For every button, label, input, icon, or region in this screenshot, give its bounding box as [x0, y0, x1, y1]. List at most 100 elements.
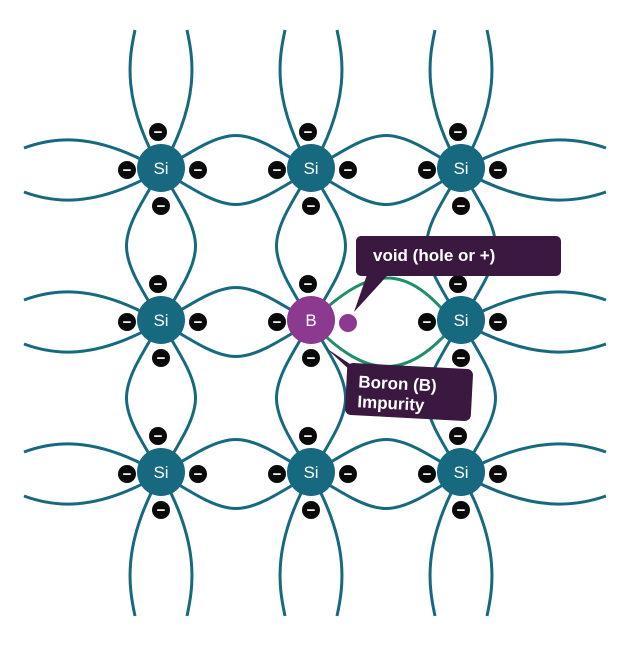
- bond-arc: [460, 472, 607, 506]
- electron-sign: −: [423, 466, 432, 483]
- bond-arc: [309, 29, 344, 171]
- electron-dot: [152, 501, 170, 519]
- electron: −: [452, 501, 470, 519]
- hole-dot: [339, 314, 357, 332]
- electron-dot: [149, 275, 167, 293]
- silicon-atom: Si: [437, 296, 485, 344]
- electron-dot: [268, 161, 286, 179]
- electron-sign: −: [157, 350, 166, 367]
- electron-dot: [418, 465, 436, 483]
- bond-arc: [459, 321, 497, 475]
- electron-dot: [339, 465, 357, 483]
- electron-dot: [302, 349, 320, 367]
- bond-arc: [23, 138, 162, 172]
- silicon-atom: Si: [137, 144, 185, 192]
- electron-dot: [302, 197, 320, 215]
- electron-dot: [449, 427, 467, 445]
- electron-sign: −: [494, 466, 503, 483]
- bond-arc: [160, 134, 312, 172]
- electron-dot: [452, 197, 470, 215]
- electron-sign: −: [423, 162, 432, 179]
- hole-callout-box: [356, 236, 561, 276]
- bond-arc: [128, 473, 163, 617]
- electron-sign: −: [273, 162, 282, 179]
- electron: −: [268, 161, 286, 179]
- silicon-atom: Si: [137, 448, 185, 496]
- electron: −: [418, 465, 436, 483]
- electron-dot: [118, 465, 136, 483]
- electron-dot: [299, 427, 317, 445]
- atom-core: [437, 448, 485, 496]
- electron-dot: [302, 501, 320, 519]
- bond-arc: [459, 29, 494, 171]
- bond-arc: [460, 138, 607, 172]
- electron-sign: −: [157, 198, 166, 215]
- bond-arc: [23, 290, 162, 324]
- bond-arc: [459, 473, 494, 617]
- atom-core: [287, 144, 335, 192]
- electron: −: [302, 349, 320, 367]
- electron: −: [452, 197, 470, 215]
- bond-arc: [460, 320, 607, 354]
- boron-callout-line-1: Boron (B): [358, 372, 437, 395]
- electron-dot: [149, 123, 167, 141]
- hole-callout: void (hole or +): [354, 236, 561, 312]
- electron-sign: −: [194, 466, 203, 483]
- electron-sign: −: [304, 276, 313, 293]
- electron-sign: −: [344, 162, 353, 179]
- electron: −: [152, 501, 170, 519]
- atom-label: Si: [153, 311, 168, 330]
- electron-sign: −: [454, 428, 463, 445]
- electron: −: [449, 427, 467, 445]
- silicon-atom: Si: [287, 144, 335, 192]
- electron-sign: −: [273, 314, 282, 331]
- electron-dot: [189, 313, 207, 331]
- bond-arc: [460, 442, 607, 476]
- electron: −: [189, 465, 207, 483]
- electron-sign: −: [194, 162, 203, 179]
- electron: −: [149, 427, 167, 445]
- electron-sign: −: [154, 428, 163, 445]
- boron-callout-line-2: Impurity: [357, 392, 426, 415]
- boron-callout: Boron (B) Impurity: [326, 348, 473, 421]
- bond-arc: [160, 438, 312, 476]
- bond-arc: [160, 320, 312, 358]
- electron-dot: [418, 313, 436, 331]
- electron-dot: [489, 313, 507, 331]
- electron-dot: [449, 123, 467, 141]
- electron: −: [268, 465, 286, 483]
- bond-arc: [160, 168, 312, 206]
- electron: −: [339, 161, 357, 179]
- electron-sign: −: [194, 314, 203, 331]
- bond-arc: [310, 472, 462, 510]
- hole-callout-pointer: [354, 266, 396, 312]
- boron-atom: B: [287, 296, 335, 344]
- electron-dot: [118, 161, 136, 179]
- electron-sign: −: [423, 314, 432, 331]
- electron: −: [489, 161, 507, 179]
- bond-arc: [160, 286, 312, 324]
- atom-label: Si: [303, 159, 318, 178]
- bond-arc: [23, 320, 162, 354]
- silicon-atom: Si: [437, 144, 485, 192]
- bond-arc: [275, 321, 313, 475]
- electron-sign: −: [454, 276, 463, 293]
- electron-dot: [189, 465, 207, 483]
- atom-label: B: [305, 311, 316, 330]
- bond-arc: [310, 438, 462, 476]
- electron-sign: −: [494, 162, 503, 179]
- atom-label: Si: [303, 463, 318, 482]
- electron: −: [339, 465, 357, 483]
- atom-core: [137, 296, 185, 344]
- bond-arc: [428, 29, 463, 171]
- bond-arc: [309, 321, 347, 475]
- electron: −: [302, 501, 320, 519]
- bond-arc: [428, 473, 463, 617]
- silicon-atom: Si: [437, 448, 485, 496]
- silicon-atom: Si: [287, 448, 335, 496]
- electron: −: [149, 275, 167, 293]
- electron-sign: −: [457, 198, 466, 215]
- electron: −: [449, 275, 467, 293]
- electron-sign: −: [307, 350, 316, 367]
- electron-dot: [489, 161, 507, 179]
